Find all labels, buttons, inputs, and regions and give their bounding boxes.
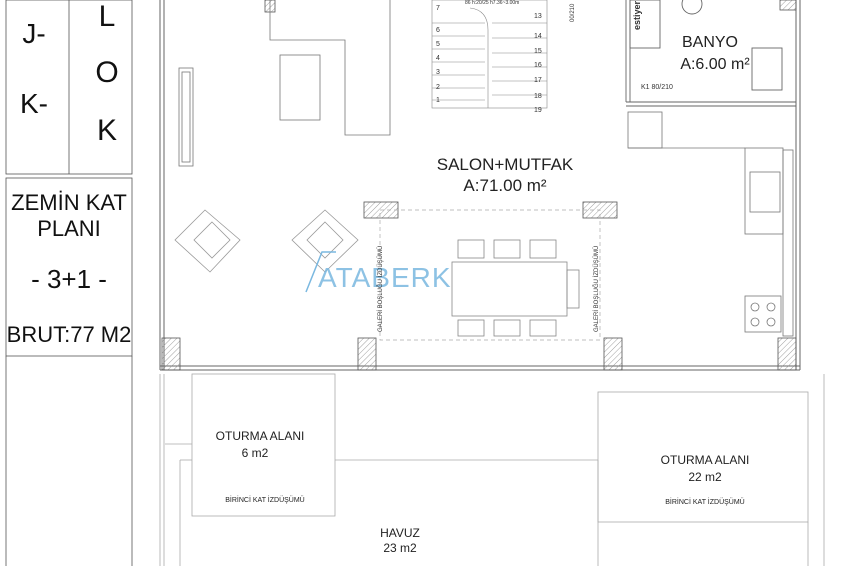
room-name-living: SALON+MUTFAK	[436, 155, 574, 174]
sidebar-frame	[5, 0, 133, 566]
block-letter-l: L	[98, 0, 116, 33]
room-name-pool: HAVUZ	[380, 526, 420, 540]
vestiyer-label: estiyer	[632, 0, 642, 30]
terrace-lines	[159, 373, 825, 566]
stair-num-5: 5	[436, 41, 440, 48]
room-area-pool: 23 m2	[383, 541, 417, 555]
stair-num-6: 6	[436, 27, 440, 34]
stair-num-13: 13	[534, 13, 542, 20]
stair-num-19: 19	[534, 107, 542, 114]
room-name-bath: BANYO	[681, 34, 738, 51]
stair-num-17: 17	[534, 77, 542, 84]
bath-walls	[625, 0, 796, 107]
stair-note: 86 h:20/25 h7.36~3.00m	[465, 0, 520, 6]
stair-num-15: 15	[534, 48, 542, 55]
gross-area: BRUT:77 M2	[6, 322, 132, 347]
left-cabinet	[178, 0, 391, 167]
kitchen-counter	[627, 111, 794, 337]
watermark: ATABERK	[318, 262, 452, 293]
bath-door-note: K1 80/210	[641, 84, 673, 91]
outer-walls	[159, 0, 801, 371]
room-area-living: A:71.00 m²	[463, 176, 547, 195]
armchairs	[174, 209, 359, 273]
stair-num-14: 14	[534, 33, 542, 40]
room-area-sitting-left: 6 m2	[241, 446, 269, 460]
block-letter-k2: K	[96, 114, 117, 147]
staircase	[431, 0, 548, 109]
stair-num-7: 7	[436, 5, 440, 12]
stair-num-3: 3	[436, 69, 440, 76]
block-letter-o: O	[95, 56, 119, 89]
gallery-label-right: GALERİ BOŞLUĞU İZDÜŞÜMÜ	[594, 245, 600, 332]
stair-num-1: 1	[436, 97, 440, 104]
dining-table	[451, 239, 580, 337]
projection-note-right: BİRİNCİ KAT İZDÜŞÜMÜ	[665, 499, 745, 506]
room-name-sitting-right: OTURMA ALANI	[660, 453, 750, 467]
stair-num-16: 16	[534, 62, 542, 69]
watermark-logo-icon	[305, 251, 336, 293]
room-area-sitting-right: 22 m2	[688, 470, 722, 484]
stair-num-18: 18	[534, 93, 542, 100]
block-letter-k: K-	[20, 88, 48, 119]
projection-note-left: BİRİNCİ KAT İZDÜŞÜMÜ	[225, 497, 305, 504]
room-name-sitting-left: OTURMA ALANI	[215, 429, 305, 443]
floor-title: ZEMİN KAT PLANI	[11, 190, 127, 241]
door-note: 00/210	[570, 3, 576, 22]
block-letter-j: J-	[22, 18, 46, 49]
unit-type: - 3+1 -	[31, 264, 107, 294]
gallery-label-left: GALERİ BOŞLUĞU İZDÜŞÜMÜ	[378, 245, 384, 332]
stair-num-4: 4	[436, 55, 440, 62]
stair-num-2: 2	[436, 84, 440, 91]
room-area-bath: A:6.00 m²	[680, 56, 750, 73]
